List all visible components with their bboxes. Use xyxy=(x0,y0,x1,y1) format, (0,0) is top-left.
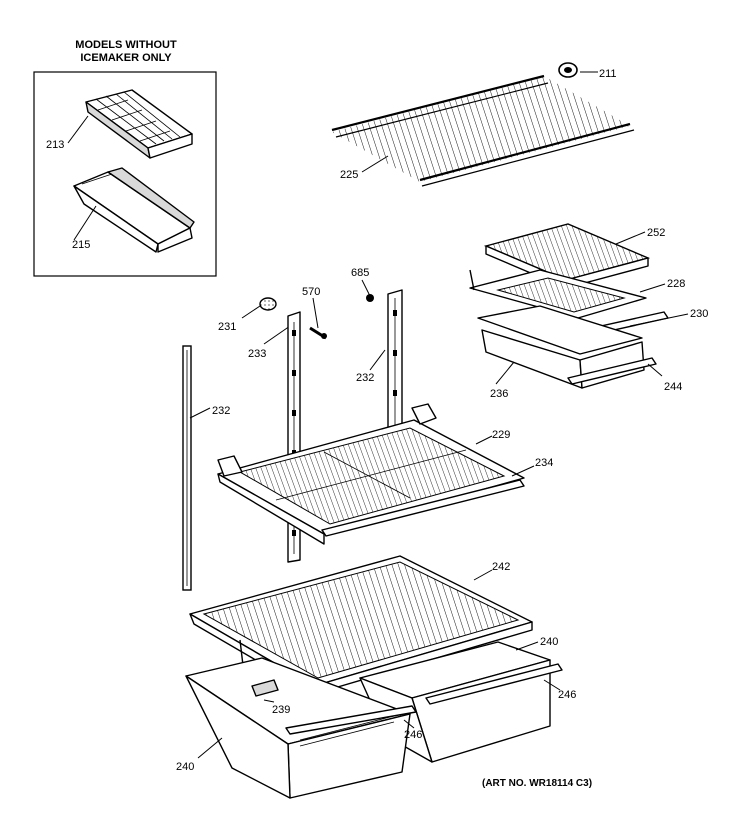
label-230: 230 xyxy=(690,308,708,320)
label-229: 229 xyxy=(492,429,510,441)
handle-246-right xyxy=(425,663,563,705)
label-246-left: 246 xyxy=(404,729,422,741)
label-252: 252 xyxy=(647,227,665,239)
label-234: 234 xyxy=(535,457,553,469)
bracket-231 xyxy=(241,297,277,319)
inset-box: MODELS WITHOUT ICEMAKER ONLY xyxy=(33,39,217,277)
drawer-240-right xyxy=(359,641,551,763)
label-225: 225 xyxy=(340,169,358,181)
label-231: 231 xyxy=(218,321,236,333)
label-570: 570 xyxy=(302,286,320,298)
cap-211 xyxy=(558,62,598,78)
ice-bin-215 xyxy=(73,167,195,253)
label-211: 211 xyxy=(599,68,617,80)
label-228: 228 xyxy=(667,278,685,290)
shelf-229 xyxy=(217,403,525,545)
ice-tray-213 xyxy=(67,89,193,159)
label-215: 215 xyxy=(72,239,90,251)
label-213: 213 xyxy=(46,139,64,151)
label-685: 685 xyxy=(351,267,369,279)
label-236: 236 xyxy=(490,388,508,400)
label-240-right: 240 xyxy=(540,636,558,648)
rail-232-right xyxy=(369,289,403,445)
screw-570 xyxy=(309,297,327,340)
spacer-233 xyxy=(263,325,291,345)
label-246-right: 246 xyxy=(558,689,576,701)
label-232-left: 232 xyxy=(212,405,230,417)
screw-685 xyxy=(361,279,374,302)
label-233: 233 xyxy=(248,348,266,360)
rail-232-left xyxy=(182,345,211,591)
art-number: (ART NO. WR18114 C3) xyxy=(482,778,592,789)
inset-heading-line1: MODELS WITHOUT xyxy=(75,39,177,51)
trim-234 xyxy=(321,465,535,537)
drawer-240-left xyxy=(185,657,411,799)
label-240-left: 240 xyxy=(176,761,194,773)
clip-239 xyxy=(251,679,279,703)
part-labels: 211 213 215 225 252 228 230 236 244 685 … xyxy=(46,68,708,773)
label-242: 242 xyxy=(492,561,510,573)
label-239: 239 xyxy=(272,704,290,716)
inset-heading-line2: ICEMAKER ONLY xyxy=(80,52,172,64)
pan-236 xyxy=(477,305,645,389)
handle-246-left xyxy=(285,705,417,735)
wire-shelf-225 xyxy=(331,74,635,187)
handle-244 xyxy=(567,357,663,385)
shelf-frame-228 xyxy=(469,269,666,319)
label-244: 244 xyxy=(664,381,682,393)
label-232-right: 232 xyxy=(356,372,374,384)
